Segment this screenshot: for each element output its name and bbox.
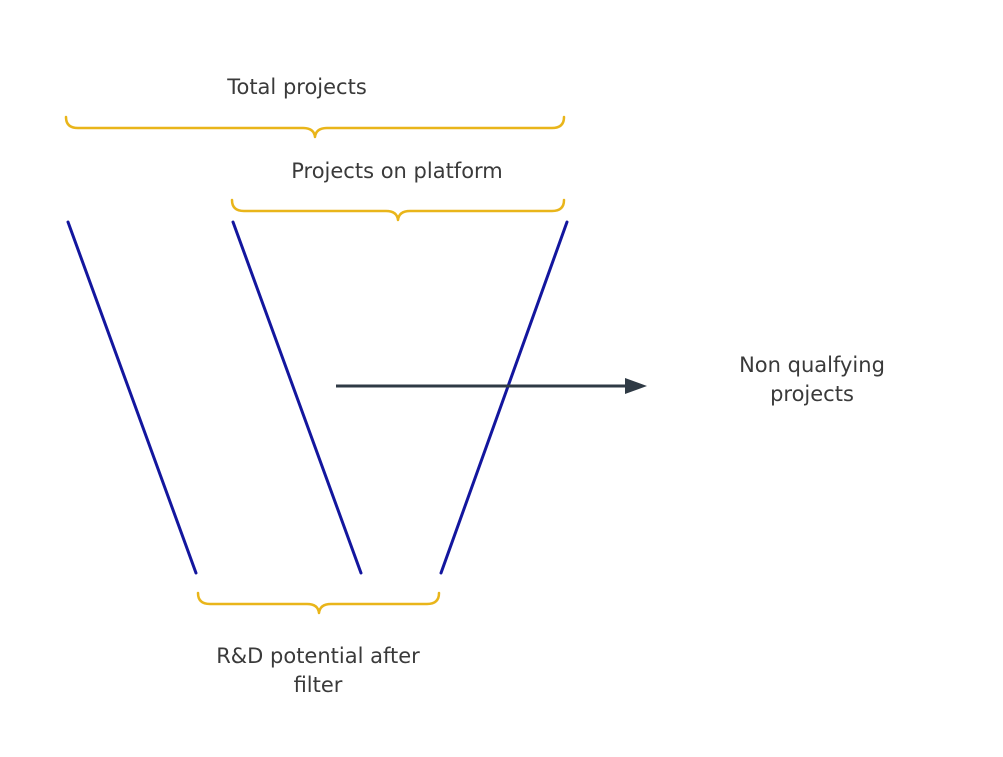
total-projects-brace xyxy=(64,115,566,139)
funnel-right-line xyxy=(439,220,569,575)
non-qualifying-arrow-head xyxy=(625,378,647,394)
non-qualifying-line2: projects xyxy=(770,382,854,406)
projects-on-platform-label: Projects on platform xyxy=(262,157,532,186)
rd-potential-brace xyxy=(196,591,441,615)
non-qualifying-label: Non qualfying projects xyxy=(712,351,912,409)
funnel-inner-left-line xyxy=(231,220,363,575)
projects-on-platform-brace xyxy=(230,198,566,222)
total-projects-text: Total projects xyxy=(227,75,367,99)
funnel-outer-left-line xyxy=(66,220,198,575)
projects-on-platform-text: Projects on platform xyxy=(291,159,503,183)
total-projects-label: Total projects xyxy=(187,73,407,102)
non-qualifying-line1: Non qualfying xyxy=(739,353,885,377)
rd-potential-line1: R&D potential after xyxy=(216,644,420,668)
rd-potential-line2: filter xyxy=(293,673,343,697)
rd-potential-label: R&D potential after filter xyxy=(188,642,448,700)
